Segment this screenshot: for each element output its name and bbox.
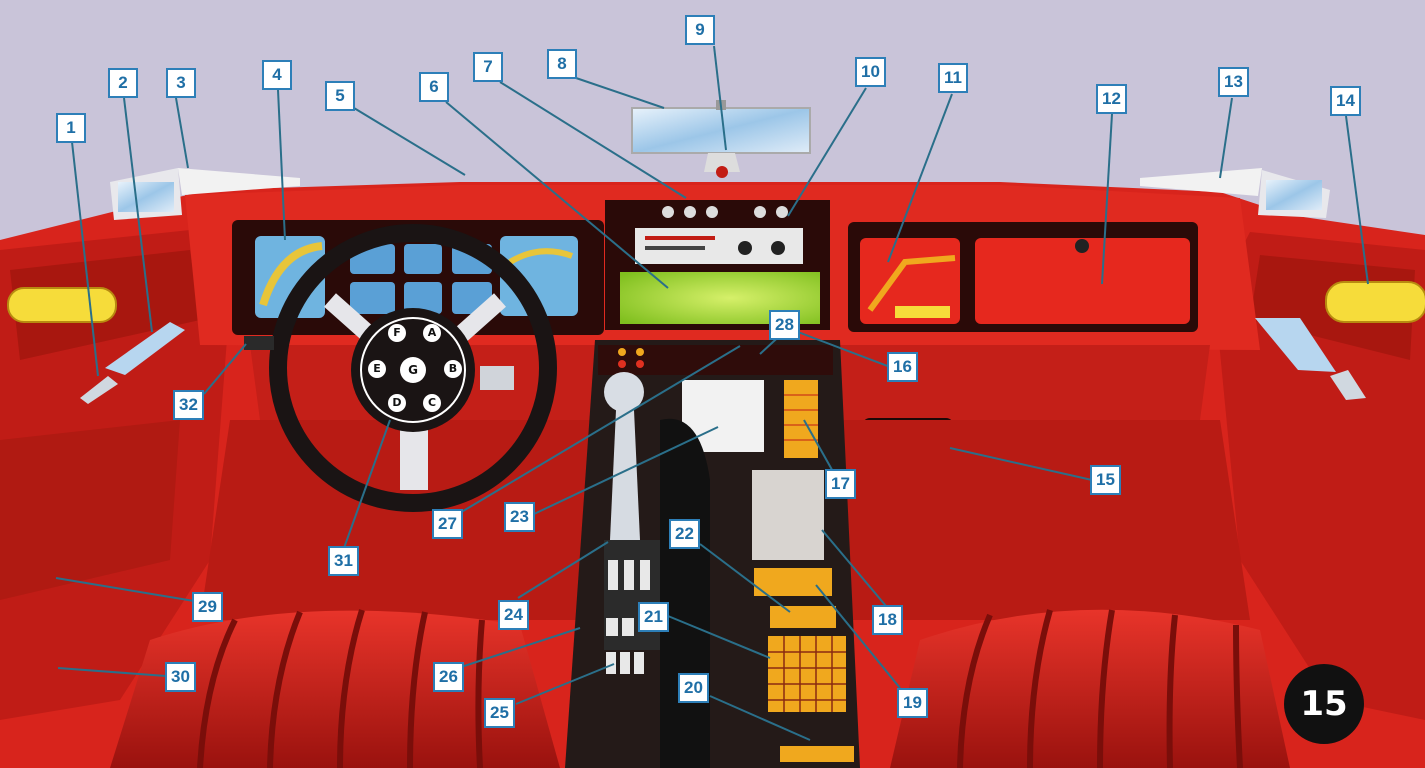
hub-letter-g: G [403,360,423,380]
callout-22: 22 [669,519,700,549]
callout-16: 16 [887,352,918,382]
callout-29: 29 [192,592,223,622]
callout-21: 21 [638,602,669,632]
callout-30: 30 [165,662,196,692]
callout-25: 25 [484,698,515,728]
left-door-light [8,288,116,322]
storage-tray [752,470,824,560]
callout-23: 23 [504,502,535,532]
callout-15: 15 [1090,465,1121,495]
callout-2: 2 [108,68,138,98]
callout-24: 24 [498,600,529,630]
right-seat [890,610,1290,768]
callout-6: 6 [419,72,449,102]
callout-20: 20 [678,673,709,703]
right-door-light [1326,282,1425,322]
hub-letter-d: D [388,394,406,412]
page-number-badge: 15 [1284,664,1364,744]
callout-9: 9 [685,15,715,45]
callout-4: 4 [262,60,292,90]
hub-letter-c: C [423,394,441,412]
callout-3: 3 [166,68,196,98]
callout-26: 26 [433,662,464,692]
callout-8: 8 [547,49,577,79]
callout-1: 1 [56,113,86,143]
callout-32: 32 [173,390,204,420]
callout-31: 31 [328,546,359,576]
callout-12: 12 [1096,84,1127,114]
callout-28: 28 [769,310,800,340]
callout-5: 5 [325,81,355,111]
hub-letter-b: B [444,360,462,378]
callout-27: 27 [432,509,463,539]
hub-letter-e: E [368,360,386,378]
amber-grid-2 [770,606,836,628]
callout-18: 18 [872,605,903,635]
callout-11: 11 [938,63,968,93]
callout-7: 7 [473,52,503,82]
callout-19: 19 [897,688,928,718]
callout-13: 13 [1218,67,1249,97]
hub-letter-a: A [423,324,441,342]
callout-17: 17 [825,469,856,499]
callout-14: 14 [1330,86,1361,116]
amber-strip [780,746,854,762]
hub-letter-f: F [388,324,406,342]
callout-10: 10 [855,57,886,87]
amber-buttons-upper [784,380,818,458]
